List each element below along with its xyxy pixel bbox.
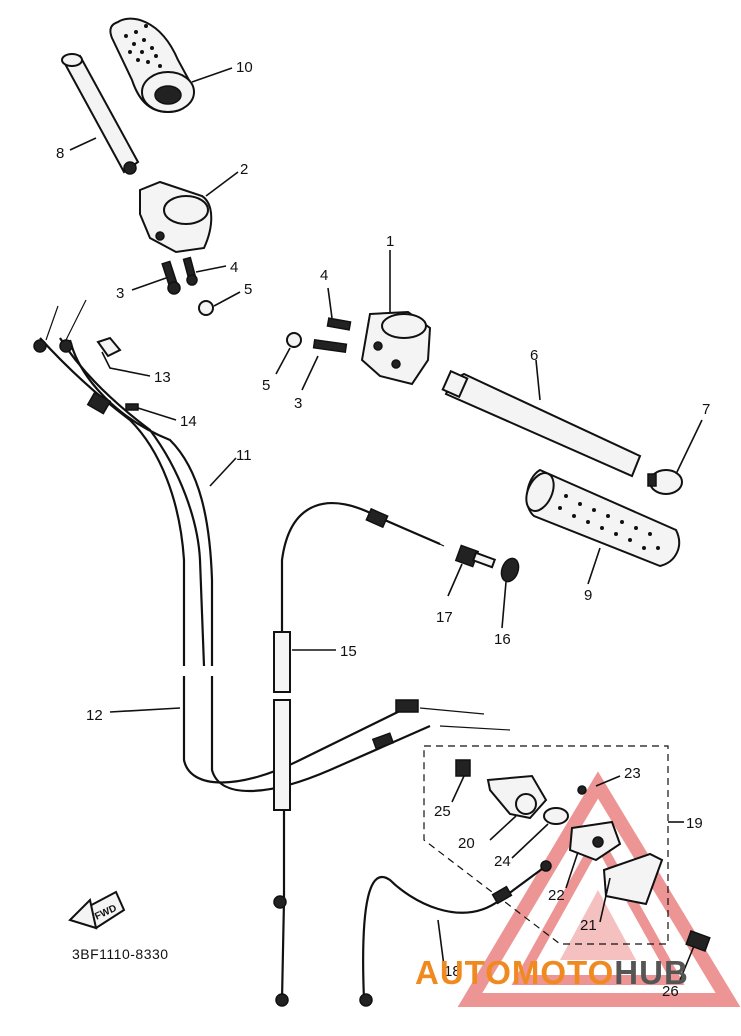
callout-8: 8 [56,145,64,162]
callout-5: 5 [244,281,252,298]
callout-7: 7 [702,401,710,418]
callout-14: 14 [180,413,197,430]
callout-12: 12 [86,707,103,724]
watermark-logo [457,771,741,1007]
callouts: 10 8 2 3 4 5 1 4 5 3 13 14 6 7 11 17 16 … [56,59,710,1000]
callout-26: 26 [662,983,679,1000]
left-grip-part-9 [525,468,681,568]
switch-housing-part-1 [360,310,432,386]
throttle-grip-part-10 [109,17,195,114]
callout-20: 20 [458,835,475,852]
callout-25: 25 [434,803,451,820]
callout-3b: 3 [294,395,302,412]
callout-15: 15 [340,643,357,660]
screws-upper-left [161,256,214,316]
cable-part-18-bolt-26 [359,860,711,1007]
callout-19: 19 [686,815,703,832]
adjuster-part-17-locknut-16 [454,544,520,583]
callout-3: 3 [116,285,124,302]
clutch-cable-part-15 [273,502,445,1007]
callout-16: 16 [494,631,511,648]
callout-4: 4 [230,259,238,276]
callout-5b: 5 [262,377,270,394]
callout-6: 6 [530,347,538,364]
callout-22: 22 [548,887,565,904]
callout-17: 17 [436,609,453,626]
callout-18: 18 [444,963,461,980]
callout-10: 10 [236,59,253,76]
leader-lines [69,67,703,981]
watermark-text: AUTOMOTOHUB [415,954,689,992]
callout-4b: 4 [320,267,328,284]
callout-1: 1 [386,233,394,250]
kit-parts [455,759,664,906]
screws-upper-right [286,317,352,354]
bar-end-part-7 [647,469,683,495]
throttle-pipe-part-8 [61,53,140,175]
callout-11: 11 [236,447,252,464]
bracket-part-13-screw-14 [96,336,139,411]
callout-23: 23 [624,765,641,782]
watermark-text-part1: AUTOMOTO [415,954,615,991]
throttle-cables-part-11-12 [33,299,511,793]
diagram-code: 3BF1110-8330 [72,946,169,962]
callout-2: 2 [240,161,248,178]
watermark-text-part2: HUB [614,954,689,991]
kit-box-part-19 [423,745,669,945]
switch-housing-part-2 [139,180,213,254]
handlebar-part-6 [441,369,642,478]
fwd-arrow-icon: FWD [68,890,126,930]
callout-24: 24 [494,853,511,870]
callout-21: 21 [580,917,597,934]
callout-9: 9 [584,587,592,604]
callout-13: 13 [154,369,171,386]
